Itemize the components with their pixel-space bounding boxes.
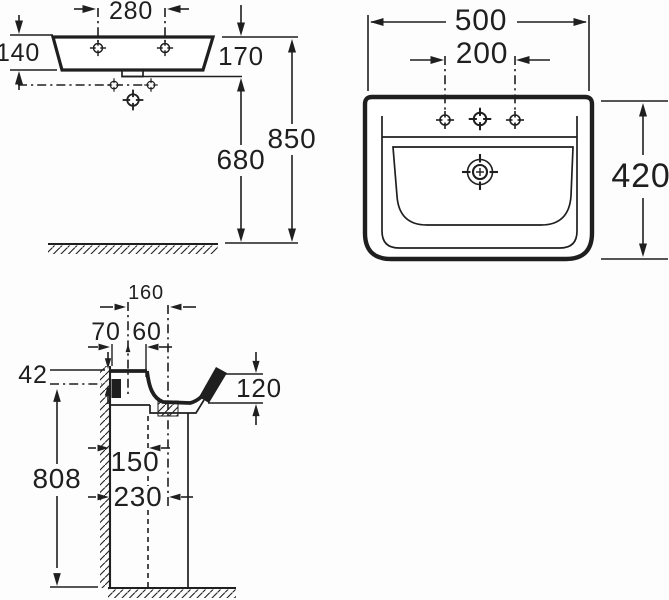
dim-rim-drop: 140 — [0, 15, 57, 90]
bowl-outline — [392, 146, 574, 226]
drain-point-icon — [121, 88, 145, 112]
dim-fixing-to-tap: 60 — [132, 318, 172, 351]
dim-label: 150 — [110, 446, 159, 477]
dim-rim-to-supply: 42 — [18, 352, 112, 404]
basin-section — [111, 367, 227, 417]
dim-rim-height: 850 — [267, 39, 316, 242]
floor-hatch — [108, 589, 236, 598]
dim-label: 60 — [132, 318, 161, 346]
dim-label: 140 — [0, 39, 40, 67]
dim-label: 170 — [218, 41, 264, 71]
dim-rim-to-outlet: 170 — [218, 5, 264, 71]
floor-hatch — [48, 245, 218, 254]
dim-label: 420 — [611, 157, 669, 195]
plan-view: 500 200 420 — [362, 4, 669, 262]
drain-icon — [462, 154, 498, 190]
mini-arrow — [125, 344, 131, 353]
dim-rim-apron: 120 — [208, 352, 282, 425]
dim-overall-depth: 420 — [601, 100, 669, 260]
wall-hatch — [100, 366, 110, 588]
dim-label: 70 — [91, 318, 120, 346]
dim-centre-spacing: 160 — [100, 282, 196, 311]
dim-label: 850 — [267, 123, 316, 154]
front-rim-section — [199, 367, 227, 403]
dim-underside-height: 680 — [216, 78, 265, 242]
dim-label: 500 — [455, 4, 507, 37]
basin-rim-outline — [381, 116, 578, 249]
dim-wall-to-trap: 230 — [88, 481, 193, 512]
dim-label: 120 — [236, 373, 282, 403]
dim-label: 230 — [113, 481, 162, 512]
basin-outline — [50, 35, 216, 72]
dim-label: 280 — [109, 0, 153, 25]
dim-label: 160 — [128, 282, 164, 304]
dim-fixing-spacing: 280 — [74, 0, 189, 25]
supply-point-icon — [106, 77, 122, 93]
dim-floor-to-supply: 808 — [32, 389, 98, 588]
dim-tap-spacing: 200 — [410, 37, 550, 70]
side-section-view: 160 70 60 42 — [18, 282, 282, 598]
dim-wall-to-waste: 150 — [88, 444, 170, 477]
front-elevation-view: 280 140 170 680 — [0, 0, 316, 254]
dim-label: 680 — [216, 144, 265, 175]
dim-wall-to-fixing: 70 — [88, 318, 120, 351]
drain-section-hatch — [157, 400, 179, 417]
dim-label: 200 — [456, 37, 508, 70]
dim-label: 808 — [32, 463, 81, 494]
supply-point-icon — [143, 77, 159, 93]
wall-bracket-section — [111, 379, 121, 398]
dim-overall-width: 500 — [367, 4, 590, 91]
dim-label: 42 — [18, 361, 47, 389]
